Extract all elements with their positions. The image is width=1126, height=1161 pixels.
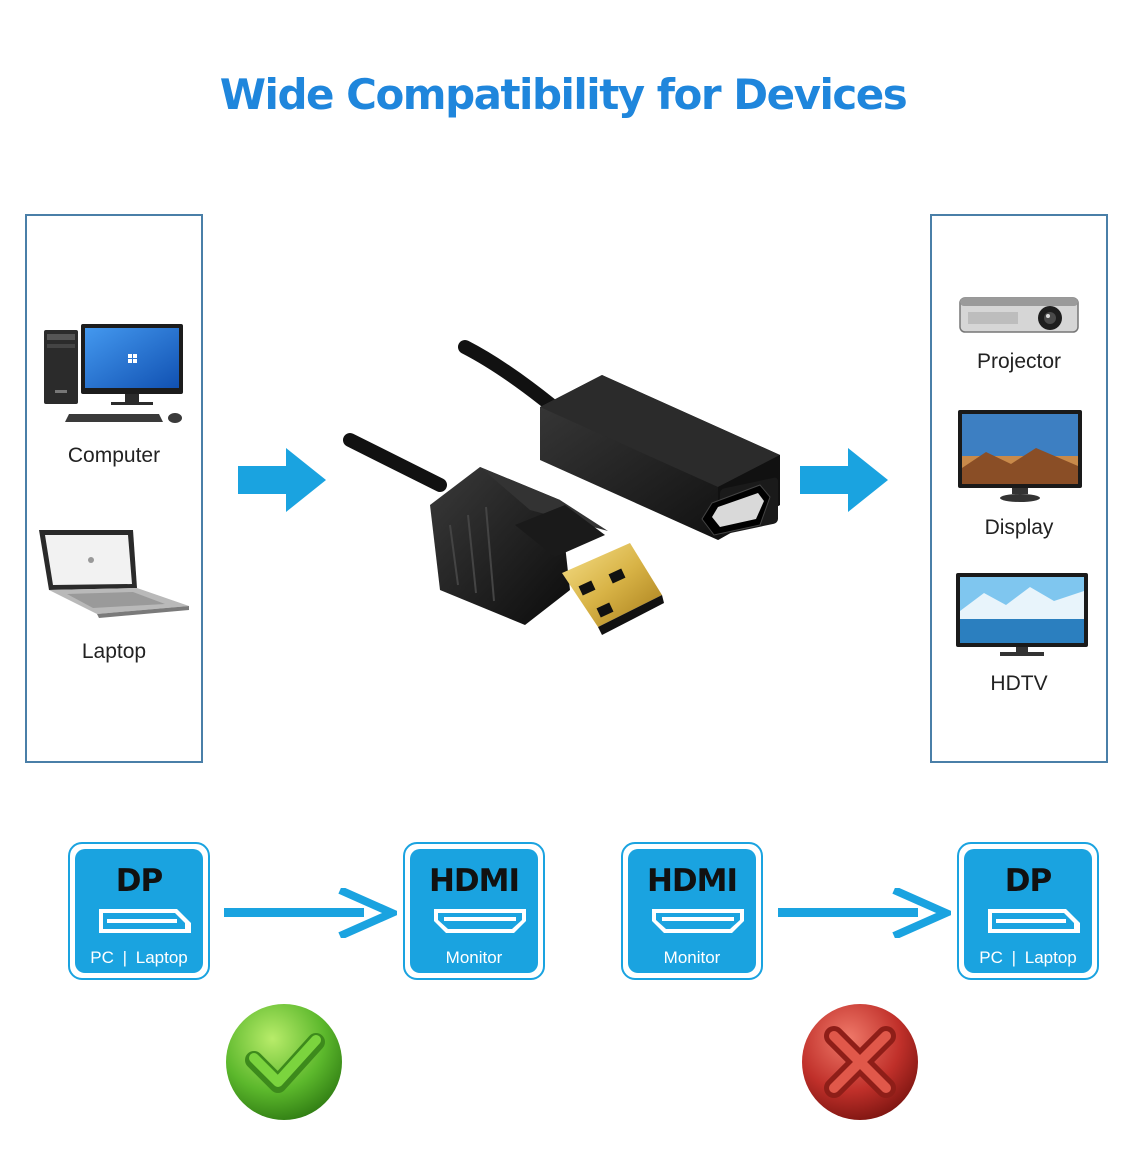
laptop-label: Laptop	[81, 640, 147, 663]
display-label: Display	[984, 516, 1054, 539]
cross-icon	[802, 1004, 918, 1120]
monitor-icon	[958, 410, 1082, 502]
badge-title: DP	[1004, 863, 1052, 899]
target-devices-panel: Projector Display HDTV	[930, 214, 1108, 763]
dp-source-badge: DP PC | Laptop	[68, 842, 210, 980]
dp-to-hdmi-adapter-icon	[343, 340, 780, 635]
hdmi-port-icon	[652, 909, 744, 933]
input-arrow-icon	[238, 448, 326, 512]
badge-subtitle: Monitor	[663, 948, 721, 967]
check-icon	[226, 1004, 342, 1120]
badge-subtitle: PC | Laptop	[90, 948, 188, 967]
page-title: Wide Compatibility for Devices	[219, 70, 908, 119]
computer-label: Computer	[67, 444, 161, 467]
projector-label: Projector	[976, 350, 1062, 373]
source-devices-panel: Computer Laptop	[25, 214, 203, 763]
hdmi-source-badge: HDMI Monitor	[621, 842, 763, 980]
dp-target-badge: DP PC | Laptop	[957, 842, 1099, 980]
supported-direction-arrow-icon	[224, 888, 397, 938]
hdtv-label: HDTV	[990, 672, 1048, 695]
desktop-computer-icon	[44, 324, 183, 423]
hdmi-target-badge: HDMI Monitor	[403, 842, 545, 980]
hdmi-port-icon	[434, 909, 526, 933]
displayport-port-icon	[988, 909, 1080, 933]
output-arrow-icon	[800, 448, 888, 512]
badge-subtitle: PC | Laptop	[979, 948, 1077, 967]
laptop-icon	[39, 530, 189, 618]
badge-title: HDMI	[646, 863, 738, 899]
projector-icon	[959, 297, 1079, 333]
badge-title: HDMI	[428, 863, 520, 899]
unsupported-direction-arrow-icon	[778, 888, 951, 938]
badge-title: DP	[115, 863, 163, 899]
tv-icon	[956, 573, 1088, 656]
badge-subtitle: Monitor	[445, 948, 503, 967]
displayport-port-icon	[99, 909, 191, 933]
